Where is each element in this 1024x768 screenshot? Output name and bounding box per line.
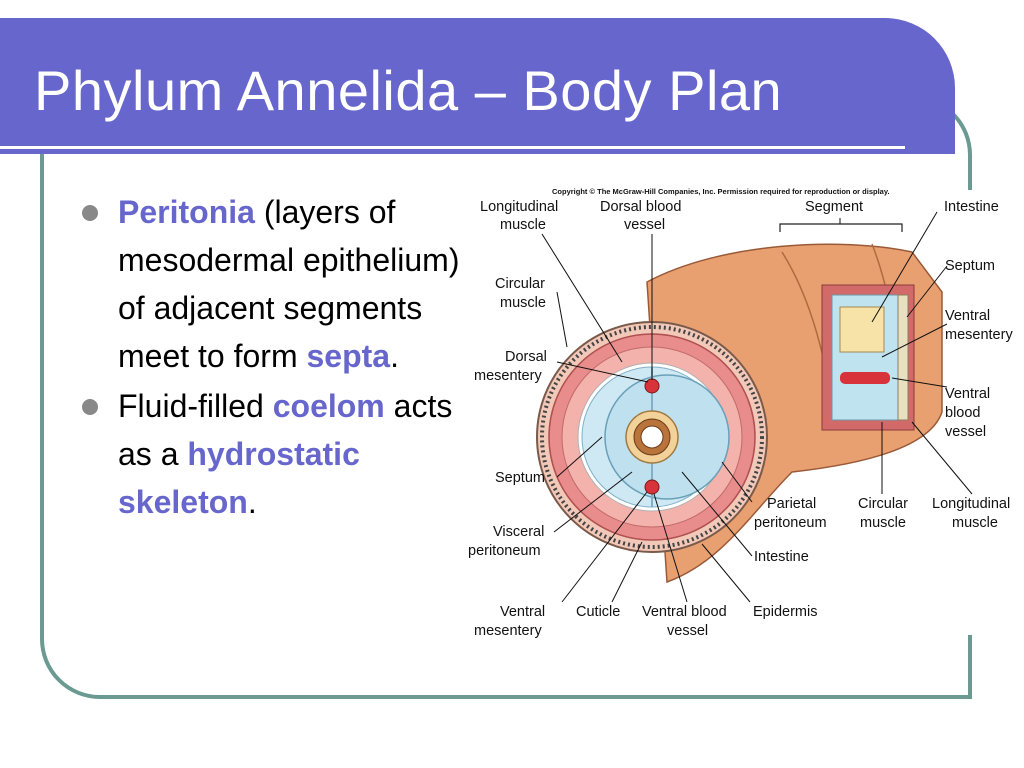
- label-ventral-blood-vessel-right: blood: [945, 405, 980, 421]
- label-dorsal-mesentery: mesentery: [474, 368, 542, 384]
- label-circular-muscle-left: muscle: [500, 295, 546, 311]
- term-peritonia: Peritonia: [118, 194, 255, 230]
- label-ventral-blood-vessel-bottom: vessel: [667, 623, 708, 639]
- copyright-text: Copyright © The McGraw-Hill Companies, I…: [552, 187, 890, 196]
- bullet-dot-icon: [82, 399, 98, 415]
- label-epidermis: Epidermis: [753, 604, 817, 620]
- label-dorsal-mesentery: Dorsal: [505, 349, 547, 365]
- title-bar: Phylum Annelida – Body Plan: [0, 18, 955, 154]
- label-segment: Segment: [805, 199, 863, 215]
- label-dorsal-blood-vessel: vessel: [624, 217, 665, 233]
- bullet-item: Fluid-filled coelom acts as a hydrostati…: [78, 382, 473, 526]
- label-longitudinal-muscle-bottom: muscle: [952, 515, 998, 531]
- label-circular-muscle-left: Circular: [495, 276, 545, 292]
- term-hydrostatic-skeleton: hydrostatic skeleton: [118, 436, 360, 520]
- leader-lines: [541, 211, 973, 603]
- bullet-dot-icon: [82, 205, 98, 221]
- label-circular-muscle-bottom: muscle: [860, 515, 906, 531]
- label-visceral-peritoneum: peritoneum: [468, 543, 541, 559]
- label-intestine-top: Intestine: [944, 199, 999, 215]
- bullet-text: .: [390, 338, 399, 374]
- label-cuticle: Cuticle: [576, 604, 620, 620]
- bullet-text: acts as a: [118, 388, 453, 472]
- label-ventral-mesentery-right: Ventral: [945, 308, 990, 324]
- label-parietal-peritoneum: peritoneum: [754, 515, 827, 531]
- annelid-cross-section-diagram: Copyright © The McGraw-Hill Companies, I…: [468, 187, 1013, 639]
- label-septum-right: Septum: [945, 258, 995, 274]
- label-ventral-blood-vessel-bottom: Ventral blood: [642, 604, 727, 620]
- label-circular-muscle-bottom: Circular: [858, 496, 908, 512]
- ventral-blood-vessel: [644, 479, 660, 495]
- label-visceral-peritoneum: Visceral: [493, 524, 544, 540]
- term-septa: septa: [306, 338, 391, 374]
- bullet-text: (layers of mesodermal epithelium) of adj…: [118, 194, 460, 374]
- label-longitudinal-muscle: Longitudinal: [480, 199, 558, 215]
- bullet-text: .: [247, 484, 257, 520]
- bullet-list: Peritonia (layers of mesodermal epitheli…: [78, 188, 473, 528]
- label-ventral-mesentery-right: mesentery: [945, 327, 1013, 343]
- label-ventral-blood-vessel-right: vessel: [945, 424, 986, 440]
- label-longitudinal-muscle: muscle: [500, 217, 546, 233]
- cutaway-ventral-vessel: [840, 372, 890, 384]
- label-longitudinal-muscle-bottom: Longitudinal: [932, 496, 1010, 512]
- label-septum-left: Septum: [495, 470, 545, 486]
- dorsal-blood-vessel: [644, 378, 660, 394]
- bullet-item: Peritonia (layers of mesodermal epitheli…: [78, 188, 473, 380]
- label-dorsal-blood-vessel: Dorsal blood: [600, 199, 681, 215]
- intestine-lumen: [640, 425, 664, 449]
- term-coelom: coelom: [272, 388, 385, 424]
- segment-bracket: [779, 223, 903, 232]
- label-ventral-mesentery-bottom: Ventral: [500, 604, 545, 620]
- cutaway-septum: [897, 294, 909, 421]
- label-ventral-mesentery-bottom: mesentery: [474, 623, 542, 639]
- label-ventral-blood-vessel-right: Ventral: [945, 386, 990, 402]
- label-parietal-peritoneum: Parietal: [767, 496, 816, 512]
- title-underline: [0, 146, 905, 149]
- bullet-text: Fluid-filled: [118, 388, 273, 424]
- epidermis-ring: [540, 325, 764, 549]
- frame-gap: [966, 190, 980, 635]
- slide-title: Phylum Annelida – Body Plan: [34, 59, 783, 122]
- label-intestine-bottom: Intestine: [754, 549, 809, 565]
